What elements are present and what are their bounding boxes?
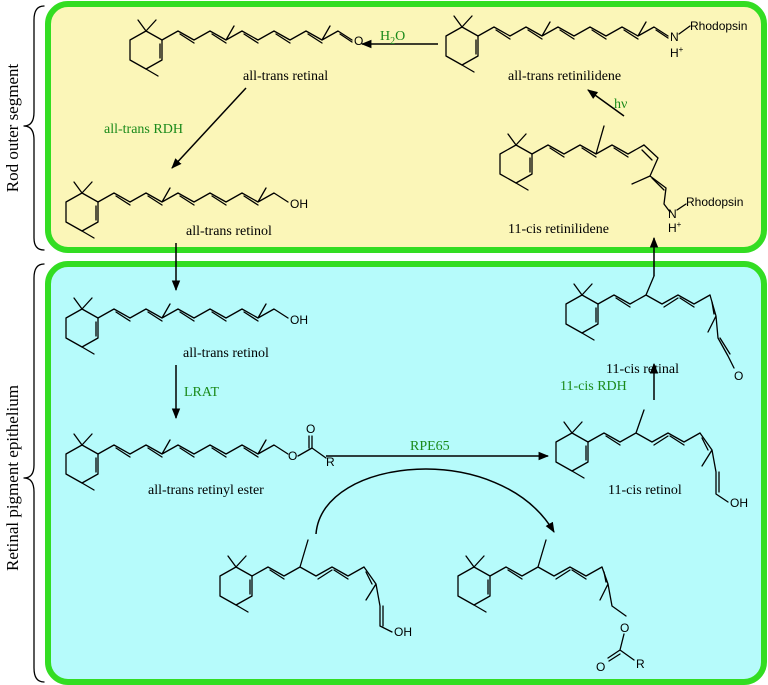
atom-oh-retinol-rpe: OH xyxy=(290,313,308,327)
label-all-trans-retinilidene: all-trans retinilidene xyxy=(508,69,621,84)
atom-r-ester: R xyxy=(326,455,335,469)
atom-n-retinilidene: N xyxy=(670,30,679,44)
arrow-isomerase-arc xyxy=(315,468,555,535)
atom-r-intermediate: R xyxy=(636,657,645,671)
label-11-cis-retinol: 11-cis retinol xyxy=(608,483,682,498)
label-all-trans-rdh: all-trans RDH xyxy=(104,122,183,137)
atom-o-ester-intermediate: O xyxy=(620,621,629,635)
rpe-label: Retinal pigment epithelium xyxy=(3,385,22,571)
atom-o-ester: O xyxy=(288,449,297,463)
rpe-box xyxy=(45,261,767,685)
rod-outer-segment-box xyxy=(45,1,767,253)
rhodopsin-label-top: Rhodopsin xyxy=(690,19,747,33)
molecule-11-cis-retinol-intermediate: OH xyxy=(219,539,412,639)
atom-oh-intermediate: OH xyxy=(394,625,412,639)
label-lrat: LRAT xyxy=(184,385,219,400)
arrow-light xyxy=(587,89,625,117)
molecule-all-trans-retinal: O xyxy=(129,19,363,77)
rod-outer-segment-label: Rod outer segment xyxy=(3,64,22,193)
label-11-cis-rdh: 11-cis RDH xyxy=(560,379,627,394)
label-all-trans-retinal: all-trans retinal xyxy=(243,69,328,84)
rhodopsin-label-bottom: Rhodopsin xyxy=(686,195,743,209)
label-rpe65: RPE65 xyxy=(410,439,450,454)
atom-o-cis-retinal: O xyxy=(734,369,743,383)
rpe-brace xyxy=(23,263,45,683)
molecule-11-cis-retinilidene: N Rhodopsin H+ xyxy=(499,125,743,235)
atom-n-cis-retinilidene: N xyxy=(668,207,677,221)
molecule-all-trans-retinol-top: OH xyxy=(65,181,308,239)
atom-o-carbonyl-intermediate: O xyxy=(596,660,605,674)
molecule-all-trans-retinilidene: N Rhodopsin H+ xyxy=(445,15,747,73)
atom-h-plus-bottom: H+ xyxy=(668,220,682,235)
molecule-11-cis-retinol: OH xyxy=(555,409,748,510)
atom-oh-cis-retinol: OH xyxy=(730,496,748,510)
molecule-all-trans-retinol-rpe: OH xyxy=(65,297,308,355)
atom-o-carbonyl-ester: O xyxy=(306,422,315,436)
label-water: H2O xyxy=(380,29,405,47)
molecule-11-cis-retinyl-ester: O O R xyxy=(457,539,645,674)
label-all-trans-retinol-rpe: all-trans retinol xyxy=(183,346,269,361)
rod-brace xyxy=(23,5,45,251)
molecule-11-cis-retinal: O xyxy=(565,275,743,383)
atom-oh-retinol-top: OH xyxy=(290,197,308,211)
atom-h-plus-top: H+ xyxy=(670,45,684,60)
molecule-all-trans-retinyl-ester: O O R xyxy=(65,422,335,491)
arrow-all-trans-rdh xyxy=(171,87,247,169)
atom-o-retinal: O xyxy=(354,34,363,48)
label-light: hν xyxy=(614,97,627,112)
label-11-cis-retinilidene: 11-cis retinilidene xyxy=(508,222,609,237)
label-11-cis-retinal: 11-cis retinal xyxy=(606,362,679,377)
label-all-trans-retinyl-ester: all-trans retinyl ester xyxy=(148,483,264,498)
label-all-trans-retinol-top: all-trans retinol xyxy=(186,224,272,239)
